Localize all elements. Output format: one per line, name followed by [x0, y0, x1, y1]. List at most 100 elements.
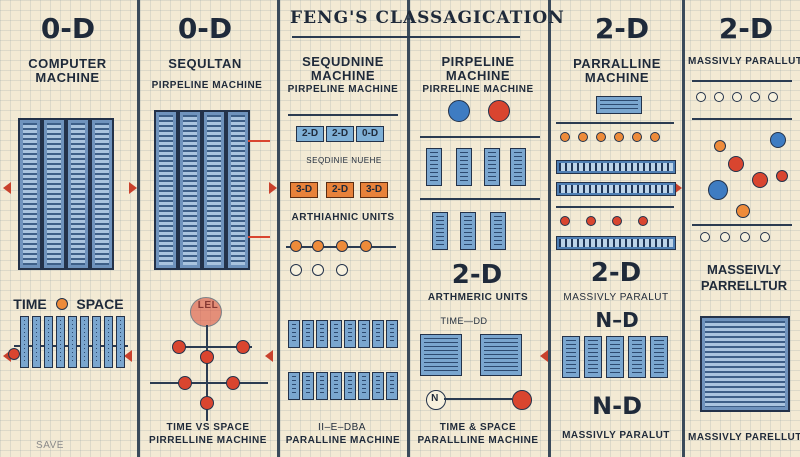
marker-icon: [56, 298, 68, 310]
processor-chip: [372, 372, 384, 400]
space-label: SPACE: [76, 296, 124, 312]
processor-chip: [32, 316, 41, 368]
processor-chip: [420, 334, 462, 376]
node-icon: [578, 132, 588, 142]
unit-box-orange: 3-D: [360, 182, 388, 198]
column-3-sub2: MACHINE: [310, 68, 376, 83]
processor-chip: [80, 316, 89, 368]
bus-line: [420, 136, 540, 138]
bus-line: [288, 114, 398, 116]
processor-chip: [456, 148, 472, 186]
node-icon: [560, 216, 570, 226]
processor-chip: [490, 212, 506, 250]
server-rack: [226, 110, 250, 270]
processor-chip: [460, 212, 476, 250]
column-3-sub3: PIRPELINE MACHINE: [287, 84, 399, 95]
time-space-label-3: TIME & SPACE: [439, 422, 517, 433]
processor-chip: [288, 372, 300, 400]
processor-chip: [20, 316, 29, 368]
bus-line: [444, 398, 512, 400]
processor-chip: [92, 316, 101, 368]
sequence-note: SEQDINIE NUEHE: [306, 156, 382, 165]
processor-chip: [386, 320, 398, 348]
column-5-heading: 2-D: [594, 12, 650, 45]
column-3-sub1: SEQUDNINE: [302, 54, 384, 69]
node-icon: [336, 264, 348, 276]
server-rack: [700, 316, 790, 412]
processor-chip: [372, 320, 384, 348]
column-2-sub2: PIRPELINE MACHINE: [151, 80, 263, 91]
column-4-sub2: MACHINE: [445, 68, 511, 83]
bus-line: [556, 206, 674, 208]
two-d-right-label: 2-D: [590, 258, 642, 288]
massivly-paralut-label-1: MASSIVLY PARALUT: [563, 292, 669, 303]
node-icon: [612, 216, 622, 226]
node-icon: [760, 232, 770, 242]
bus-line: [692, 80, 792, 82]
processor-chip: [650, 336, 668, 378]
ii-e-dba-label: II–E–DBA: [318, 422, 366, 433]
processor-chip: [432, 212, 448, 250]
processor-chip: [302, 320, 314, 348]
pirrelline-machine-label: PIRRELLINE MACHINE: [149, 435, 267, 446]
server-rack: [90, 118, 114, 270]
column-2-sub1: SEQULTAN: [168, 56, 242, 71]
arrow-right-icon: [129, 182, 137, 194]
node-icon: [714, 92, 724, 102]
processor-chip: [330, 320, 342, 348]
save-label: SAVE: [36, 440, 64, 451]
server-rack: [154, 110, 178, 270]
bus-line: [692, 224, 792, 226]
unit-box-orange: 3-D: [290, 182, 318, 198]
bus-line: [420, 198, 540, 200]
column-4-sub1: PIRPELINE: [441, 54, 515, 69]
unit-box: 0-D: [356, 126, 384, 142]
massivly-parrelltur-label: MASSEIVLY PARRELLTUR: [700, 262, 788, 293]
node-icon: [696, 92, 706, 102]
node-icon: [336, 240, 348, 252]
node-icon: [512, 390, 532, 410]
node-icon: [586, 216, 596, 226]
node-icon: [714, 140, 726, 152]
time-dd-label: TIME—DD: [440, 316, 488, 326]
arith-units-label-2: ARTHMERIC UNITS: [427, 292, 529, 303]
node-icon: [708, 180, 728, 200]
column-1-sub1: COMPUTER: [28, 56, 107, 71]
server-rack: [42, 118, 66, 270]
processor-chip: [344, 320, 356, 348]
column-5-sub1: PARRALLINE: [573, 56, 661, 71]
processor-chip: [426, 148, 442, 186]
node-icon: [172, 340, 186, 354]
page-title: FENG'S CLASSAGICATION: [290, 8, 565, 28]
processor-chip: [510, 148, 526, 186]
node-icon: [8, 348, 20, 360]
processor-chip: [596, 96, 642, 114]
node-icon: [236, 340, 250, 354]
bus-line: [556, 122, 674, 124]
node-icon: [190, 297, 222, 327]
arrow-right-icon: [674, 182, 682, 194]
node-icon: [632, 132, 642, 142]
node-icon: [638, 216, 648, 226]
node-icon: [178, 376, 192, 390]
red-link: [248, 236, 270, 238]
processor-chip: [316, 372, 328, 400]
n-small-label: N: [431, 393, 439, 404]
node-icon: [290, 240, 302, 252]
server-rack: [178, 110, 202, 270]
processor-chip: [56, 316, 65, 368]
node-icon: [312, 264, 324, 276]
node-icon: [720, 232, 730, 242]
unit-box: 2-D: [326, 126, 354, 142]
node-icon: [290, 264, 302, 276]
node-icon: [614, 132, 624, 142]
graph-axis: [206, 325, 208, 421]
graph-line: [176, 346, 252, 348]
arith-units-label: ARTHIAHNIC UNITS: [291, 212, 395, 223]
processor-chip: [302, 372, 314, 400]
node-icon: [776, 170, 788, 182]
processor-chip: [480, 334, 522, 376]
column-divider: [137, 0, 140, 457]
node-icon: [728, 156, 744, 172]
processor-chip: [562, 336, 580, 378]
